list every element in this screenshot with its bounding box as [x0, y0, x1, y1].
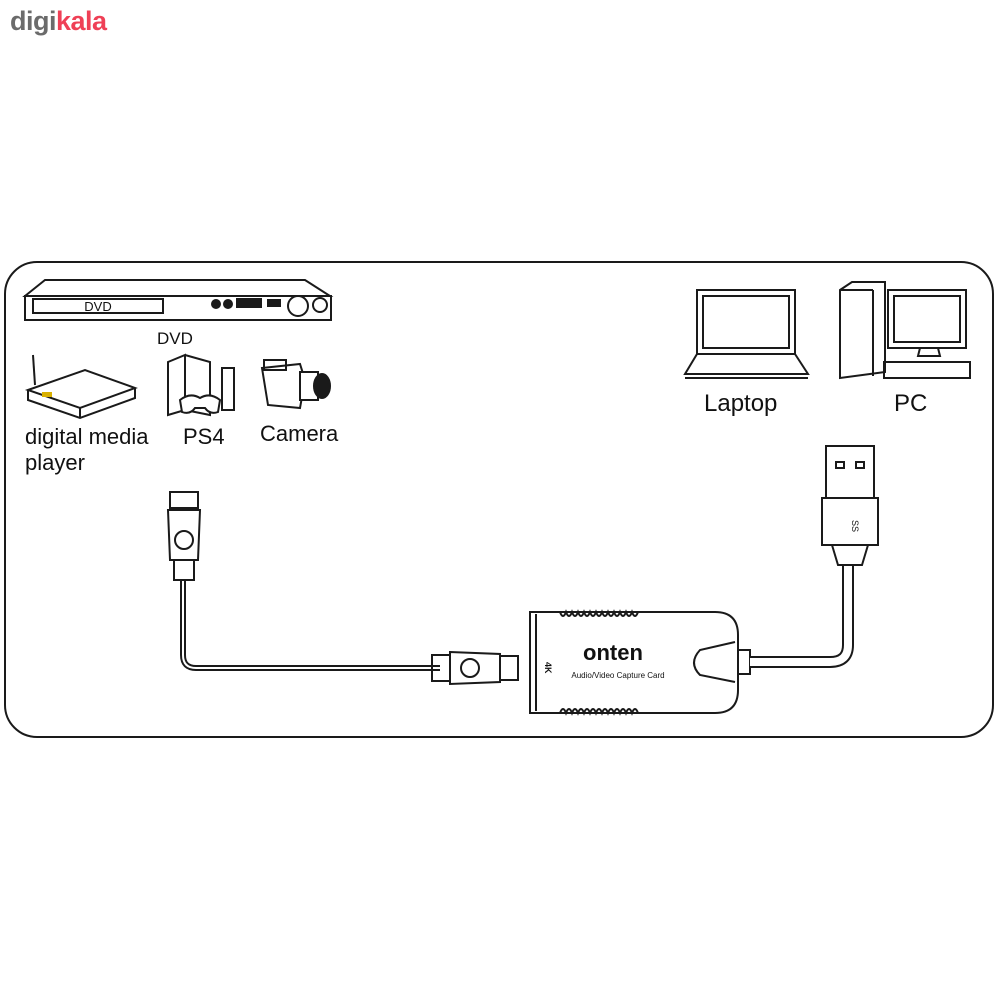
dvd-label: DVD	[157, 329, 193, 348]
media-player-label-line1: digital media	[25, 424, 149, 449]
laptop-icon	[683, 289, 810, 379]
hdmi-plug-vertical	[166, 491, 202, 581]
brand-name: onten	[583, 640, 643, 665]
pc-label: PC	[894, 390, 928, 417]
usb-plug	[821, 445, 879, 566]
camera-icon	[260, 359, 331, 410]
diagram-frame	[4, 261, 994, 738]
device-subtitle: Audio/Video Capture Card	[571, 671, 664, 680]
camera-label: Camera	[260, 421, 339, 446]
hdmi-cable	[180, 580, 440, 671]
pc-icon	[839, 281, 971, 380]
usb-ss-mark: SS	[850, 520, 860, 532]
dvd-player-icon	[22, 279, 334, 321]
dvd-screen-text: DVD	[84, 299, 111, 314]
media-player-icon	[24, 354, 138, 420]
4k-badge: 4K	[543, 662, 553, 674]
capture-card	[529, 609, 751, 716]
usb-cable	[750, 565, 854, 668]
hdmi-plug-horizontal	[431, 650, 519, 686]
laptop-label: Laptop	[704, 390, 778, 417]
ps4-icon	[167, 353, 235, 417]
digikala-logo: digikala	[10, 6, 107, 36]
media-player-label-line2: player	[25, 450, 85, 475]
ps4-label: PS4	[183, 424, 225, 449]
